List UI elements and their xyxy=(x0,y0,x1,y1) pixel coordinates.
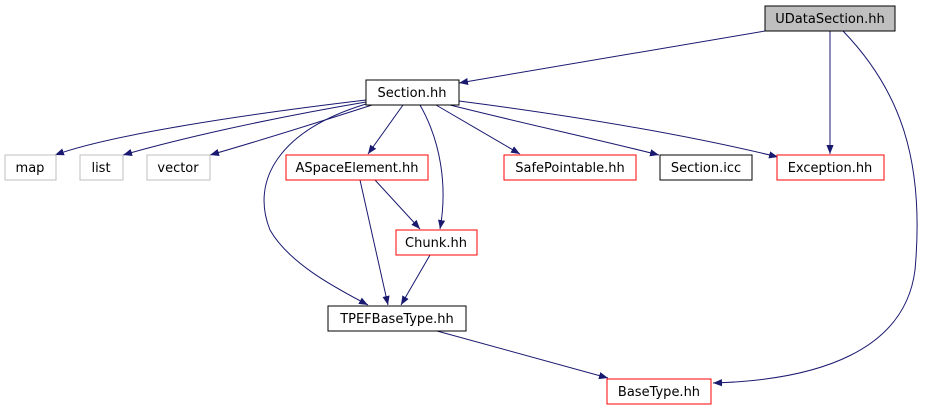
edge-section-tpefbasetype xyxy=(263,103,369,306)
node-label: Exception.hh xyxy=(788,161,873,176)
node-aspaceelement[interactable]: ASpaceElement.hh xyxy=(285,154,429,181)
node-list[interactable]: list xyxy=(79,154,124,181)
node-map[interactable]: map xyxy=(4,154,57,181)
node-label: Section.icc xyxy=(671,161,741,176)
edge-section-exception xyxy=(458,100,779,159)
node-safepointable[interactable]: SafePointable.hh xyxy=(503,154,637,181)
edge-section-sectionicc xyxy=(449,104,660,157)
edge-section-chunk xyxy=(419,104,446,230)
edge-aspaceelement-chunk xyxy=(374,179,421,230)
node-label: BaseType.hh xyxy=(618,385,700,400)
edge-section-vector xyxy=(209,104,373,156)
node-label: UDataSection.hh xyxy=(775,12,884,27)
node-basetype[interactable]: BaseType.hh xyxy=(606,378,712,405)
edge-chunk-tpefbasetype xyxy=(400,254,431,306)
node-label: map xyxy=(16,161,45,176)
node-section[interactable]: Section.hh xyxy=(365,79,460,106)
node-chunk[interactable]: Chunk.hh xyxy=(395,229,478,256)
node-tpefbasetype[interactable]: TPEFBaseType.hh xyxy=(327,305,467,332)
nodes-layer: UDataSection.hh Section.hh map list vect… xyxy=(4,5,896,405)
edge-section-safepointable xyxy=(435,104,521,155)
node-label: list xyxy=(91,161,110,176)
edge-section-list xyxy=(122,101,367,156)
node-exception[interactable]: Exception.hh xyxy=(776,154,885,181)
edge-udatasection-section xyxy=(458,30,766,86)
edge-section-map xyxy=(54,99,367,156)
node-label: TPEFBaseType.hh xyxy=(339,312,454,327)
edge-section-aspaceelement xyxy=(367,104,404,155)
edge-udatasection-basetype xyxy=(712,30,918,387)
node-label: ASpaceElement.hh xyxy=(296,161,419,176)
node-sectionicc[interactable]: Section.icc xyxy=(659,154,753,181)
node-vector[interactable]: vector xyxy=(146,154,211,181)
node-label: Section.hh xyxy=(378,86,447,101)
edges-layer xyxy=(54,30,918,387)
node-udatasection[interactable]: UDataSection.hh xyxy=(764,5,896,32)
node-label: vector xyxy=(157,161,199,176)
node-label: SafePointable.hh xyxy=(515,161,625,176)
node-label: Chunk.hh xyxy=(405,236,467,251)
edge-aspaceelement-tpefbasetype xyxy=(359,179,390,306)
edge-tpefbasetype-basetype xyxy=(436,330,609,380)
